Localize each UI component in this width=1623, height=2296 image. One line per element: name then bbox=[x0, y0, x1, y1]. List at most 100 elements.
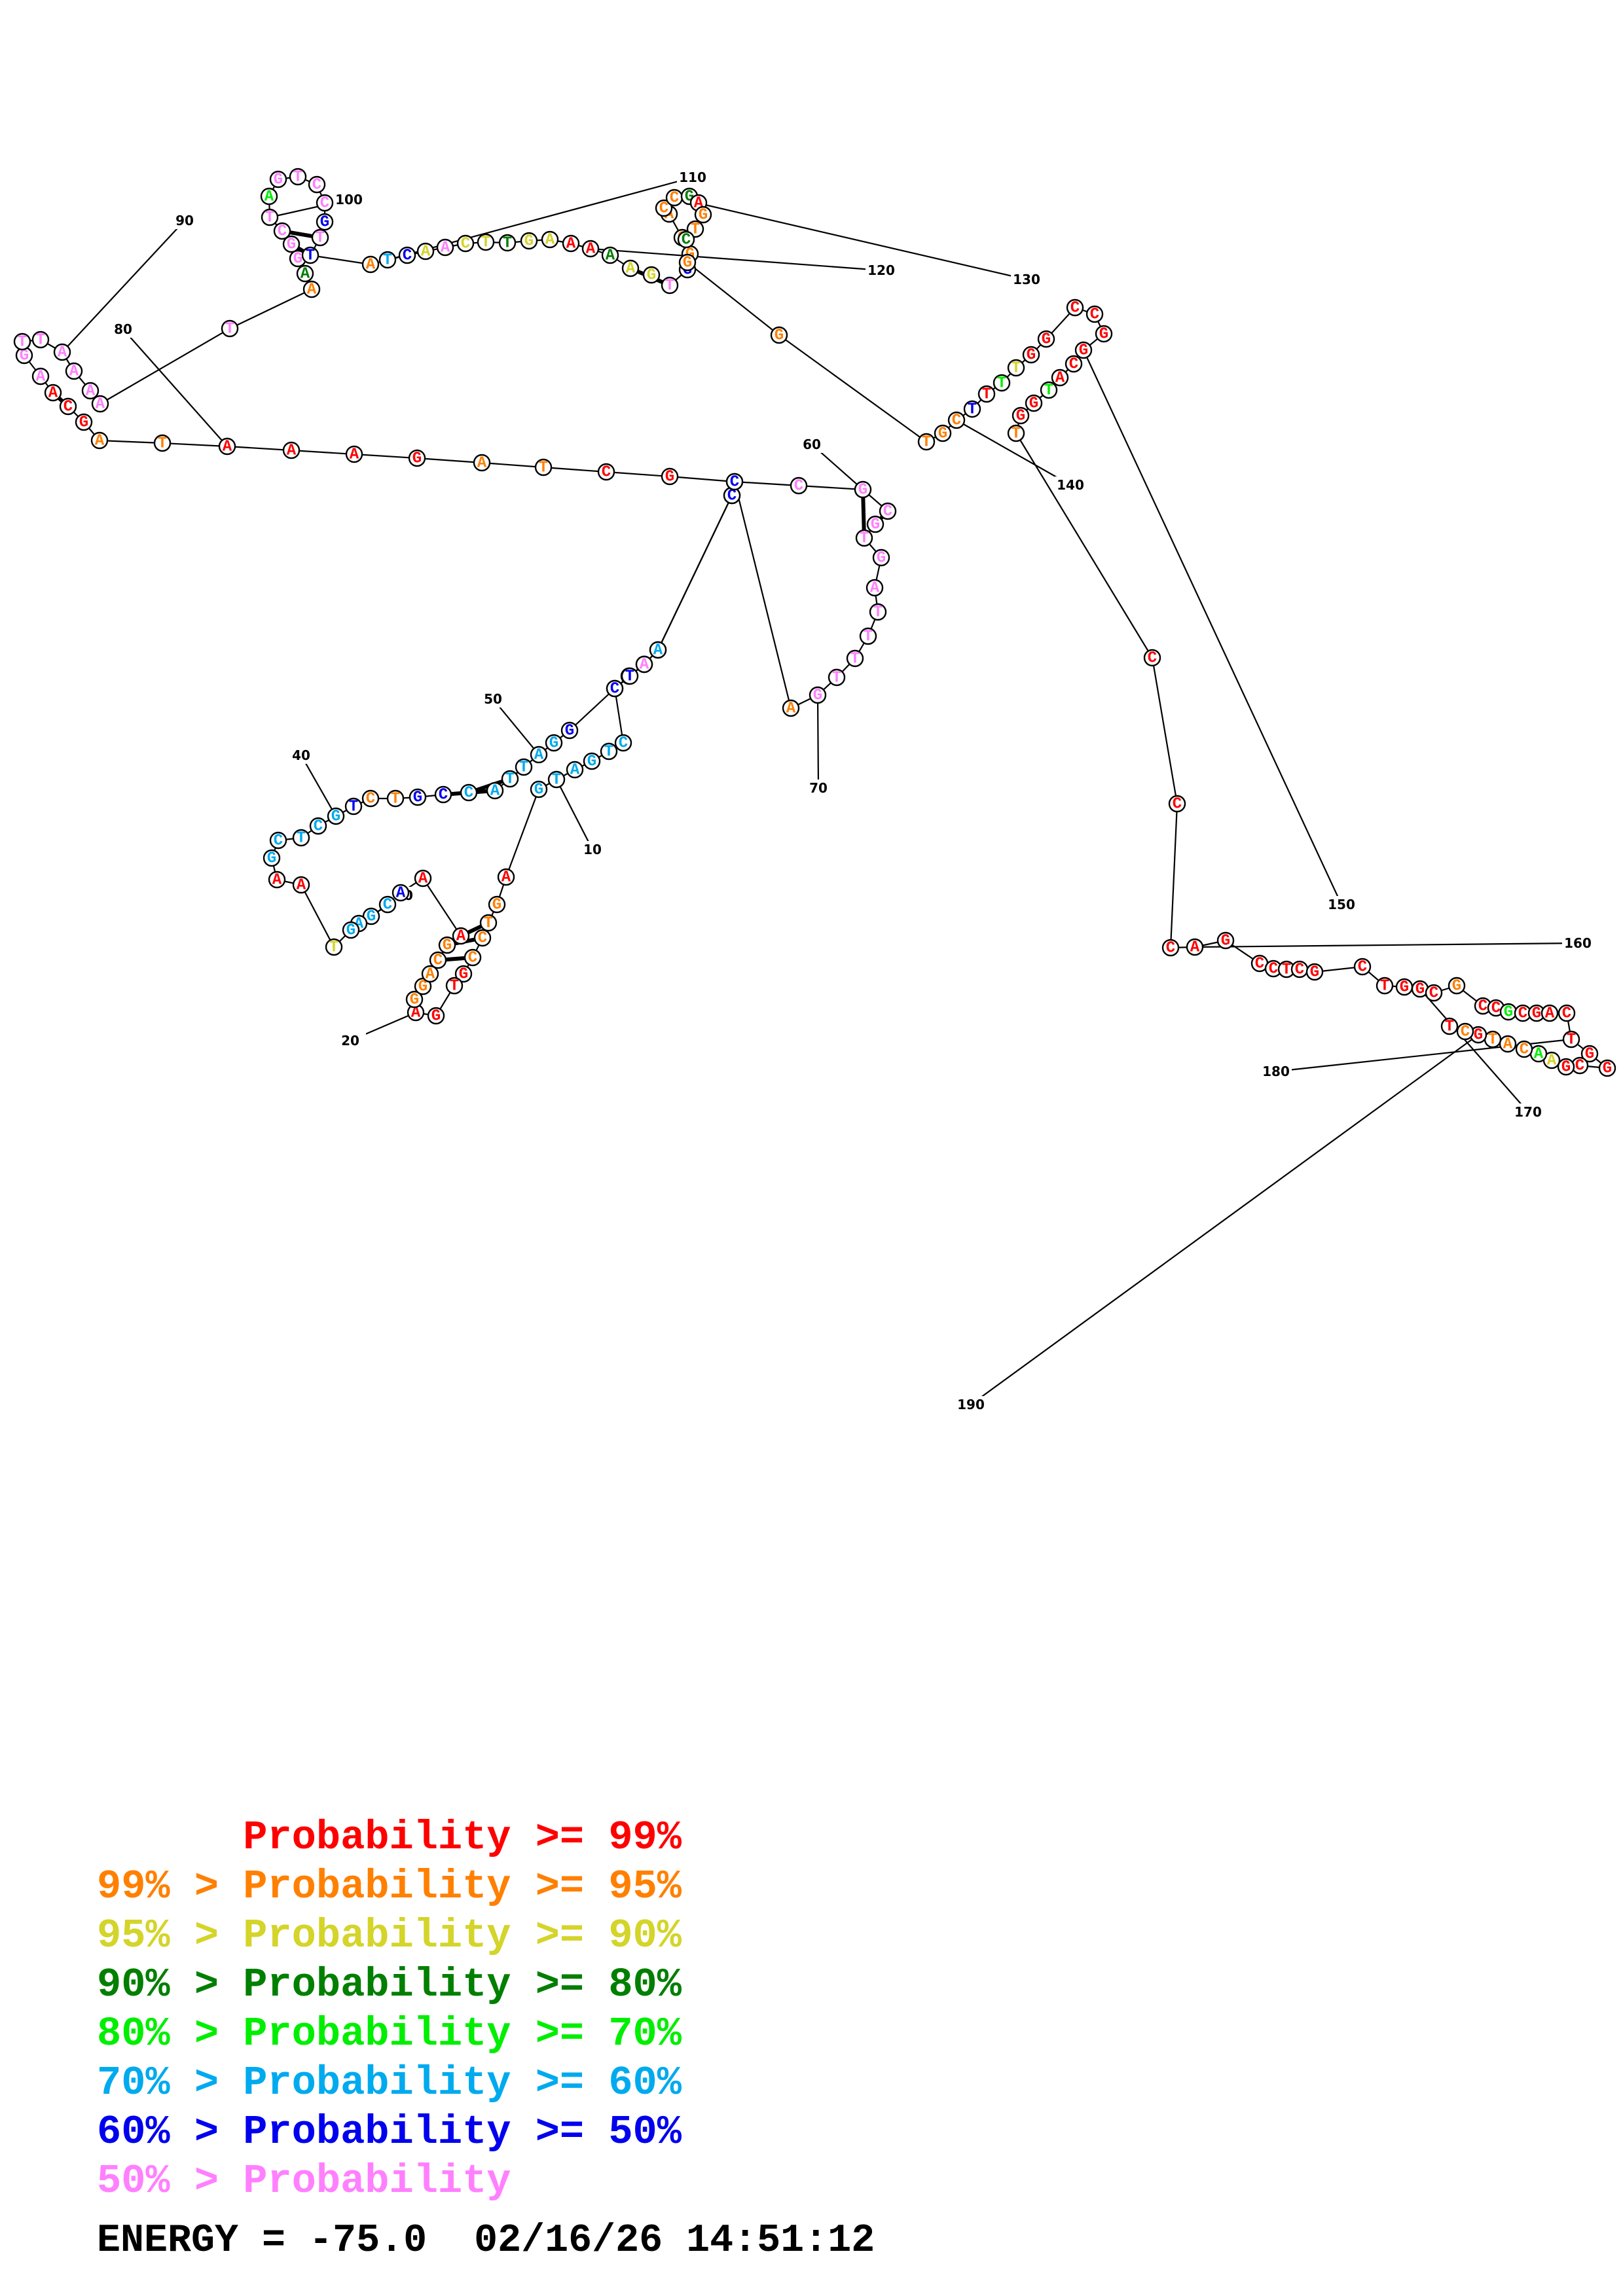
nucleotide-circle bbox=[963, 400, 981, 418]
nucleotide-circle bbox=[153, 434, 172, 452]
position-label: 170 bbox=[1514, 1104, 1542, 1120]
nucleotide-81: T bbox=[153, 434, 172, 453]
nucleotide-letter: T bbox=[265, 209, 274, 227]
position-label: 160 bbox=[1564, 935, 1592, 951]
backbone-segment bbox=[569, 688, 615, 731]
nucleotide-170: G bbox=[1411, 980, 1429, 999]
nucleotide-21: G bbox=[405, 990, 424, 1009]
nucleotide-letter: G bbox=[858, 482, 867, 499]
position-label: 90 bbox=[175, 213, 194, 228]
base-pair-bond bbox=[289, 230, 313, 238]
legend-text: Probability >= 99% bbox=[243, 1814, 682, 1861]
nucleotide-circle bbox=[1440, 1017, 1459, 1035]
nucleotide-letter: C bbox=[64, 399, 73, 416]
nucleotide-letter: G bbox=[877, 550, 886, 567]
nucleotide-letter: G bbox=[683, 255, 692, 272]
nucleotide-letter: G bbox=[413, 789, 422, 807]
nucleotide-letter: T bbox=[1445, 1018, 1454, 1036]
nucleotide-151: C bbox=[1065, 355, 1083, 374]
nucleotide-letter: C bbox=[1070, 300, 1080, 317]
nucleotide-letter: T bbox=[293, 169, 302, 187]
legend-prefix: 60% > bbox=[97, 2109, 244, 2155]
nucleotide-8: G bbox=[583, 752, 601, 771]
nucleotide-letter: T bbox=[349, 798, 358, 816]
nucleotide-letter: T bbox=[329, 939, 338, 957]
nucleotide-circle bbox=[292, 876, 310, 894]
nucleotide-letter: G bbox=[1400, 979, 1409, 997]
position-label: 40 bbox=[292, 747, 310, 763]
nucleotide-letter: T bbox=[225, 321, 234, 338]
nucleotide-circle bbox=[1161, 939, 1180, 957]
nucleotide-circle bbox=[1515, 1040, 1533, 1058]
nucleotide-letter: A bbox=[96, 396, 105, 414]
position-tick bbox=[387, 176, 693, 261]
nucleotide-circle bbox=[486, 781, 504, 800]
nucleotide-184: G bbox=[1557, 1058, 1575, 1077]
position-label-bg bbox=[803, 780, 834, 797]
nucleotide-circle bbox=[473, 929, 492, 947]
nucleotide-letter: A bbox=[426, 966, 435, 984]
nucleotide-70: G bbox=[809, 686, 827, 705]
nucleotide-75: T bbox=[534, 458, 553, 477]
nucleotide-letter: G bbox=[1042, 331, 1051, 349]
nucleotide-circle bbox=[866, 515, 884, 533]
nucleotide-55: A bbox=[635, 655, 653, 674]
position-tick bbox=[956, 420, 1071, 486]
nucleotide-letter: C bbox=[366, 791, 375, 808]
nucleotide-circle bbox=[289, 168, 307, 186]
nucleotide-letter: A bbox=[490, 783, 500, 800]
legend-row-p80: 90% > Probability >= 80% bbox=[97, 1960, 682, 2009]
nucleotide-letter: C bbox=[682, 232, 691, 249]
position-label: 150 bbox=[1328, 897, 1355, 912]
position-tick bbox=[674, 196, 1027, 281]
nucleotide-118: A bbox=[541, 230, 559, 249]
position-label-bg bbox=[169, 212, 200, 229]
nucleotide-111: C bbox=[398, 246, 416, 265]
rna-secondary-structure: 1020304050607080901001101201301401501601… bbox=[13, 168, 1616, 1413]
nucleotide-letter: A bbox=[36, 368, 46, 386]
nucleotide-82: A bbox=[90, 431, 109, 450]
nucleotide-50: A bbox=[530, 745, 548, 764]
backbone-segment bbox=[227, 445, 292, 452]
nucleotide-52: G bbox=[560, 721, 579, 740]
nucleotide-circle bbox=[530, 745, 548, 764]
nucleotide-letter: A bbox=[264, 188, 274, 206]
nucleotide-36: G bbox=[263, 849, 281, 868]
nucleotide-164: T bbox=[1277, 960, 1296, 979]
nucleotide-circle bbox=[436, 238, 454, 257]
nucleotide-letter: C bbox=[1575, 1058, 1584, 1075]
nucleotide-circle bbox=[44, 384, 62, 402]
nucleotide-circle bbox=[1448, 977, 1466, 995]
legend-prefix: 99% > bbox=[97, 1863, 244, 1910]
nucleotide-9: A bbox=[566, 761, 584, 780]
nucleotide-letter: G bbox=[534, 781, 543, 799]
nucleotide-circle bbox=[1216, 931, 1235, 950]
nucleotide-letter: C bbox=[312, 177, 321, 194]
nucleotide-letter: C bbox=[619, 735, 628, 753]
nucleotide-circle bbox=[879, 502, 897, 520]
position-label-bg bbox=[1562, 935, 1594, 952]
nucleotide-circle bbox=[854, 480, 872, 499]
nucleotide-41: T bbox=[344, 797, 363, 816]
nucleotide-circle bbox=[869, 603, 887, 621]
nucleotide-27: A bbox=[414, 869, 432, 888]
nucleotide-letter: T bbox=[391, 791, 400, 808]
nucleotide-104: C bbox=[308, 175, 326, 194]
nucleotide-73: G bbox=[661, 467, 679, 486]
backbone-segment bbox=[687, 262, 780, 336]
position-tick bbox=[970, 1034, 1479, 1405]
nucleotide-circle bbox=[642, 266, 661, 284]
nucleotide-letter: C bbox=[1090, 306, 1099, 324]
nucleotide-letter: A bbox=[223, 439, 232, 456]
nucleotide-circle bbox=[855, 529, 873, 547]
nucleotide-123: G bbox=[642, 266, 661, 285]
nucleotide-letter: C bbox=[1069, 356, 1078, 374]
nucleotide-171: C bbox=[1425, 984, 1443, 1003]
nucleotide-letter: A bbox=[570, 762, 580, 780]
position-label-bg bbox=[577, 841, 608, 858]
legend-row-p99: Probability >= 99% bbox=[97, 1813, 682, 1862]
nucleotide-circle bbox=[460, 783, 478, 802]
nucleotide-letter: C bbox=[439, 787, 448, 804]
nucleotide-letter: G bbox=[665, 469, 674, 486]
position-label: 180 bbox=[1262, 1064, 1290, 1079]
